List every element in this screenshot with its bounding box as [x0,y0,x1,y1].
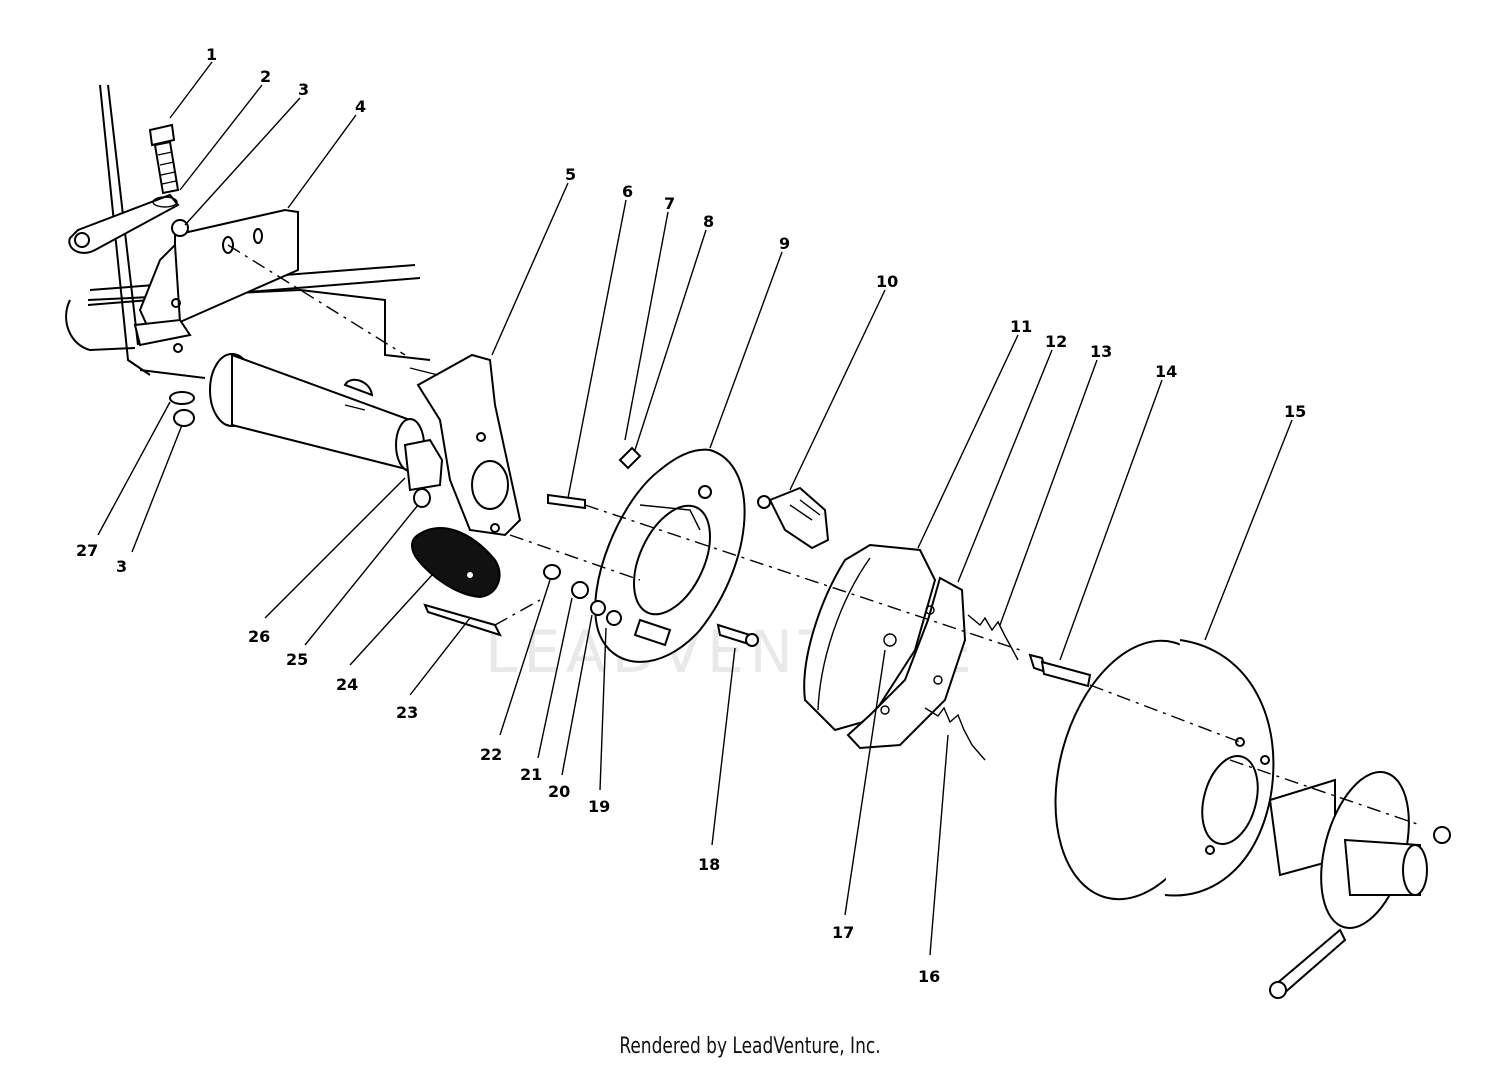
callout-20: 20 [548,782,570,801]
callout-24: 24 [336,675,358,694]
axle [209,353,444,492]
callout-17: 17 [832,923,854,942]
callout-1: 1 [206,45,217,64]
callout-3: 3 [298,80,309,99]
part-16-spring [924,706,986,761]
callout-5: 5 [565,165,576,184]
part-10-cam [757,486,830,550]
callout-10: 10 [876,272,898,291]
part-14-stud [1028,653,1092,688]
callout-8: 8 [703,212,714,231]
footer-credit: Rendered by LeadVenture, Inc. [619,1034,881,1059]
part-5-plate [409,353,522,537]
callout-23: 23 [396,703,418,722]
callout-15: 15 [1284,402,1306,421]
center-lines [227,244,1421,826]
callout-9: 9 [779,234,790,253]
hub [1268,771,1451,999]
callout-21: 21 [520,765,542,784]
callout-labels: 1 2 3 4 5 6 7 8 9 10 11 12 13 14 15 16 1… [76,45,1306,986]
part-6-pin [547,493,586,510]
callout-11: 11 [1010,317,1032,336]
callout-12: 12 [1045,332,1067,351]
callout-2: 2 [260,67,271,86]
callout-16: 16 [918,967,940,986]
part-2-arm [68,193,180,254]
callout-13: 13 [1090,342,1112,361]
part-13-spring [967,614,1019,661]
part-4-bracket [133,208,299,353]
part-9-backing-plate [543,446,746,663]
part-18-bolt [716,623,759,647]
callout-3b: 3 [116,557,127,576]
callout-7: 7 [664,194,675,213]
callout-26: 26 [248,627,270,646]
callout-6: 6 [622,182,633,201]
callout-22: 22 [480,745,502,764]
leader-lines [97,61,1293,956]
part-12-shoe [846,576,967,750]
callout-14: 14 [1155,362,1177,381]
part-24-pad [411,488,502,637]
part-11-shoe [803,543,937,732]
part-1-bolt [148,123,180,195]
callout-4: 4 [355,97,366,116]
callout-18: 18 [698,855,720,874]
callout-19: 19 [588,797,610,816]
part-27-3-nut [169,391,195,427]
part-15-drum [1054,639,1275,901]
callout-27: 27 [76,541,98,560]
callout-25: 25 [286,650,308,669]
